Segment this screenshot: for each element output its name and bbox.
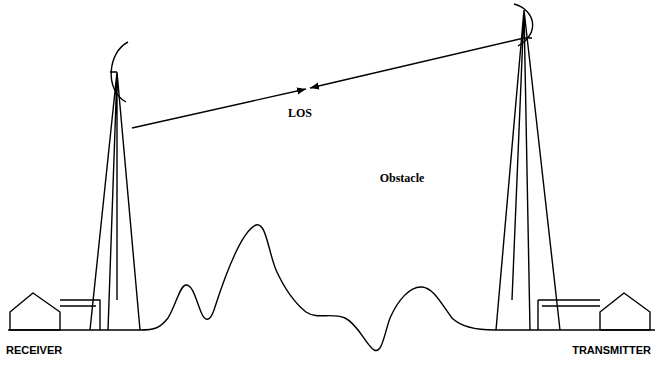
receiver-label: RECEIVER bbox=[6, 345, 62, 356]
receiver-house bbox=[10, 293, 60, 330]
transmitter-cable bbox=[538, 300, 600, 330]
transmitter-label: TRANSMITTER bbox=[572, 345, 651, 356]
los-arrow bbox=[310, 38, 524, 88]
receiver-dish bbox=[110, 42, 128, 102]
receiver-tower bbox=[90, 72, 140, 330]
transmitter-house bbox=[600, 293, 650, 330]
los-label: LOS bbox=[288, 107, 312, 119]
receiver-cable bbox=[60, 300, 100, 330]
transmitter-tower bbox=[496, 10, 560, 330]
obstacle-label: Obstacle bbox=[380, 172, 425, 184]
terrain bbox=[8, 225, 655, 351]
los-arrow bbox=[132, 89, 306, 128]
